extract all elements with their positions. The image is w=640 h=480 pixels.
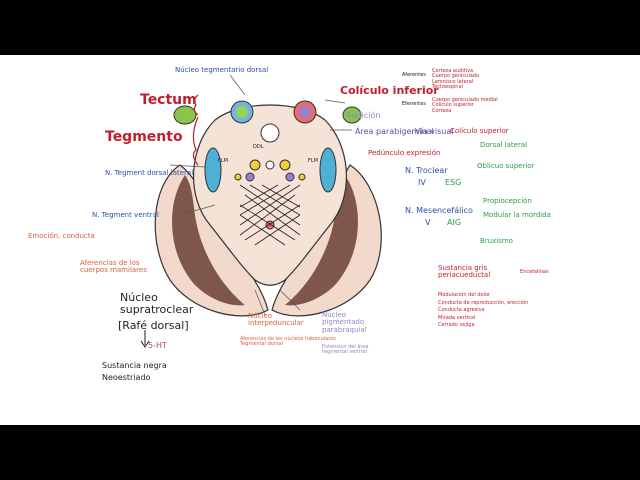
- nucleus-dot: [279, 159, 291, 171]
- list-item: Tegmental dorsal: [240, 341, 283, 348]
- brace-icon: [192, 116, 199, 166]
- lemnisco-left: [204, 147, 222, 193]
- nucleus-dot: [249, 159, 261, 171]
- label-mesencefalico-aig: AIG: [447, 218, 462, 227]
- label-n-troclear: N. Troclear: [405, 166, 448, 175]
- label-flm-right: FLM: [308, 158, 318, 164]
- label-nucleo-pigmentado: Núcleo pigmentado parabraquial: [322, 311, 367, 334]
- nucleus-dot: [285, 172, 295, 182]
- label-flm-left: FLM: [218, 158, 228, 164]
- list-item: Modulación del dolor: [438, 292, 491, 298]
- midbrain-diagram: [140, 74, 382, 348]
- list-item: Corteza auditiva: [432, 68, 474, 74]
- label-tegmento: Tegmento: [105, 129, 183, 145]
- label-ddl: DDL: [253, 144, 264, 150]
- label-bruxismo: Bruxismo: [480, 237, 513, 245]
- label-neoestriado: Neoestriado: [102, 373, 151, 382]
- label-aferencias-mamilares: Aferencias de los cuerpos mamilares: [80, 259, 147, 275]
- nucleus-dot: [234, 173, 242, 181]
- arrow-down-icon: [140, 330, 150, 348]
- list-eferencias: Cuerpo geniculado medial Colículo superi…: [432, 97, 498, 114]
- label-rafe-dorsal: [Rafé dorsal]: [118, 319, 189, 332]
- list-item: Cerrado vejiga: [438, 322, 475, 328]
- label-audicion: Audición: [346, 111, 381, 120]
- list-interpeduncular: Aferencias de los núcleos habenulares Te…: [240, 336, 336, 348]
- label-pedunculo-expresion: Pedúnculo expresión: [368, 149, 441, 157]
- label-oblicuo-superior: Oblicuo superior: [477, 162, 535, 170]
- green-oval-right: [342, 106, 362, 124]
- whiteboard: Núcleo tegmentario dorsal Tectum Tegment…: [0, 55, 640, 425]
- decussation-crosshatch: [239, 184, 301, 246]
- label-n-tegment-dorsal-lateral: N. Tegment dorsal lateral: [105, 169, 194, 177]
- coliculo-left-inner: [236, 106, 248, 118]
- lemnisco-right: [319, 147, 337, 193]
- nucleus-dot: [245, 172, 255, 182]
- nucleus-dot: [298, 173, 306, 181]
- label-eferencias-header: Eferentes: [402, 101, 426, 107]
- label-emocion-conducta: Emoción, conducta: [28, 232, 95, 240]
- label-sustancia-gris: Sustancia gris periacueductal: [438, 264, 491, 280]
- label-coliculo-superior: Colículo superior: [450, 127, 509, 135]
- tegmentum-body: [193, 104, 347, 286]
- label-mesencefalico-roman: V: [425, 218, 431, 227]
- list-item: Mirada vertical: [438, 314, 476, 321]
- label-troclear-esg: ESG: [445, 178, 462, 187]
- label-coliculo-inferior: Colículo inferior: [340, 84, 439, 97]
- label-nucleo-tegmental-dorsal: Núcleo tegmentario dorsal: [175, 66, 269, 74]
- substantia-nigra-left: [172, 175, 245, 306]
- list-aferencias: Corteza auditiva Cuerpo geniculado Lemni…: [432, 68, 480, 90]
- label-encefalinas: Encefalinas: [520, 269, 549, 275]
- list-item: Tectoespinal: [432, 83, 463, 90]
- coliculo-right-inner: [299, 106, 311, 118]
- list-item: Lemnisco lateral: [432, 78, 474, 85]
- label-troclear-roman: IV: [418, 178, 426, 187]
- label-aferencias-header: Aferentes: [402, 72, 426, 78]
- list-item: Conducta agresiva: [438, 307, 485, 313]
- green-oval-left: [173, 105, 197, 125]
- list-item: Cuerpo geniculado medial: [432, 97, 498, 103]
- list-sustancia-gris: Modulación del dolor Conducta de reprodu…: [438, 292, 528, 330]
- nucleus-dot: [265, 160, 275, 170]
- label-sustancia-negra: Sustancia negra: [102, 361, 167, 370]
- annotation-lines: [169, 74, 352, 316]
- label-n-tegment-ventral: N. Tegment ventral: [92, 211, 159, 219]
- label-dorsal-lateral: Dorsal lateral: [480, 141, 528, 149]
- list-item: Colículo superior: [432, 102, 474, 109]
- list-item: Corteza: [432, 107, 452, 114]
- label-area-parabigeminal: Área parabigeminal: [355, 127, 434, 136]
- label-5ht: 5-HT: [148, 341, 167, 350]
- label-propiocepcion: Propiocepción: [483, 197, 532, 205]
- list-item: Cuerpo geniculado: [432, 73, 480, 80]
- label-modular-mordida: Modular la mordida: [483, 211, 551, 219]
- label-n-mesencefalico: N. Mesencefálico: [405, 206, 473, 215]
- list-item: Aferencias de los núcleos habenulares: [240, 336, 336, 342]
- label-nucleo-supratroclear: Núcleo supratroclear: [120, 291, 194, 316]
- label-nucleo-interpeduncular: Núcleo interpeduncular: [248, 312, 304, 328]
- list-item: Conducta de reproducción, erección: [438, 299, 529, 306]
- brace-icon: [193, 94, 199, 116]
- label-extension-tegmental: Extensión del área tegmental ventral: [322, 344, 369, 356]
- label-via-visual: Vía visual: [415, 127, 454, 136]
- aqueduct: [260, 123, 280, 143]
- label-tectum: Tectum: [140, 92, 197, 108]
